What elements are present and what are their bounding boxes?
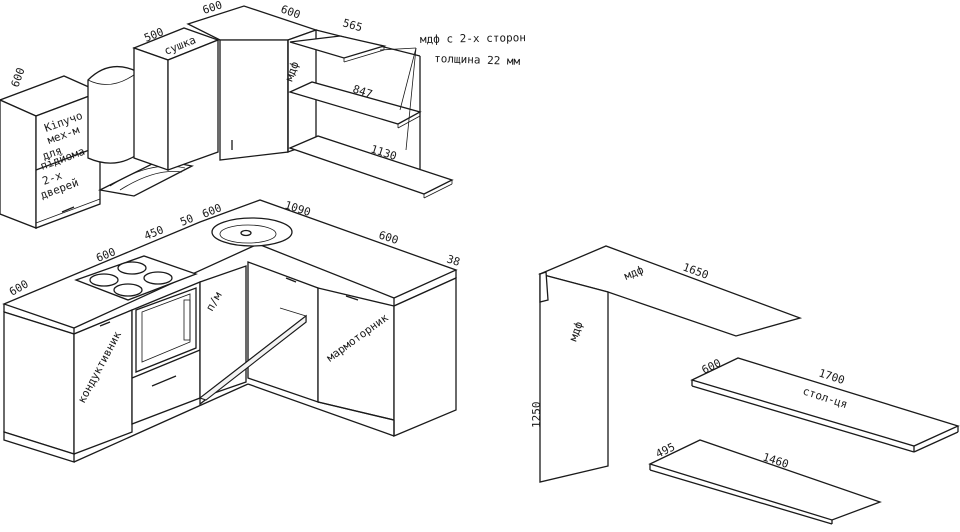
stove-hob <box>74 255 198 301</box>
shelf-mid-length: 847 <box>351 82 374 101</box>
bar-counter <box>537 245 803 483</box>
left-base-cabinet <box>3 309 133 463</box>
corner-base-cabinet <box>198 261 319 406</box>
wall-cabinet <box>0 75 102 229</box>
oven-cabinet <box>131 281 201 425</box>
small-panel <box>648 439 882 525</box>
bar-leg-height: 1250 <box>530 402 543 429</box>
note-line-2: толщина 22 мм <box>434 52 521 68</box>
wall-cabinet-depth: 600 <box>9 66 28 89</box>
wall-cabinet-label-3: для <box>41 144 64 163</box>
dishwasher-cabinet <box>199 265 247 399</box>
right-width: 600 <box>377 228 400 247</box>
note-line-1: мдф с 2-х сторон <box>420 31 526 46</box>
corner-dim-2: 600 <box>279 3 302 22</box>
table-top-panel <box>690 357 960 453</box>
gap2-width: 50 <box>178 212 195 229</box>
sink <box>211 217 293 247</box>
corner-wall-cabinet <box>186 5 318 161</box>
shelf-top-length: 565 <box>341 16 364 34</box>
end-thickness: 38 <box>445 252 462 268</box>
shelf-top <box>289 35 387 63</box>
right-base-cabinet <box>317 276 457 437</box>
dryer-cabinet <box>132 27 220 171</box>
shelf-low <box>288 135 454 199</box>
